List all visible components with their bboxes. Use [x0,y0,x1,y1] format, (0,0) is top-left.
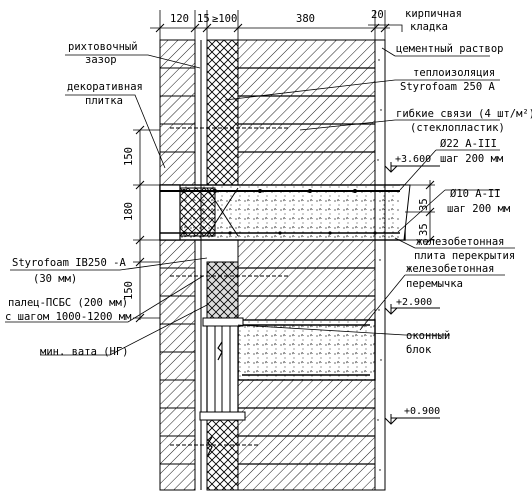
outer-brick-leaf [159,39,196,491]
dim-left-150-top: 150 [123,147,135,166]
label-ties-1: гибкие связи (4 шт/м²) [396,108,532,120]
right-dimension-line [405,180,435,245]
elevation-2900: +2.900 [396,297,432,308]
label-cement-mortar: цементный раствор [396,43,503,55]
right-leaders [224,24,515,336]
dim-top-380: 380 [296,13,315,25]
elevation-3600: +3.600 [395,154,431,165]
label-window-2: блок [406,344,432,356]
label-gap-2: зазор [85,54,117,66]
dim-top-100: ≥100 [212,13,237,25]
label-mineral-wool: мин. вата (НГ) [40,346,129,358]
inner-brick-leaf [237,39,386,491]
label-window-1: оконный [406,330,450,342]
label-board-2: (30 мм) [33,273,77,285]
right-callout-texts: кирпичная кладка цементный раствор тепло… [396,8,532,356]
floor-slab [159,184,411,241]
label-rebar-top-1: Ø22 A-III [440,138,497,150]
label-insulation-2: Styrofoam 250 A [400,81,496,93]
label-finger-1: палец-ПСБС (200 мм) [8,297,128,309]
label-slab-2: плита перекрытия [414,250,515,262]
dim-right-35-top: 35 [418,198,430,211]
label-lintel-2: перемычка [406,278,463,290]
dim-left-180: 180 [123,202,135,221]
label-lintel-1: железобетонная [406,263,495,275]
elevation-marks [384,162,440,425]
label-brick-cladding-2: кладка [410,21,448,33]
label-gap-1: рихтовочный [68,41,138,53]
label-ties-2: (стеклопластик) [410,122,505,134]
label-slab-1: железобетонная [416,236,505,248]
dim-top-120: 120 [170,13,189,25]
label-board-1: Styrofoam IB250 -A [12,257,126,269]
left-dimension-line [133,125,160,323]
label-finger-2: с шагом 1000-1200 мм [5,311,132,323]
left-leaders [5,54,208,356]
lintel [237,319,376,381]
dim-right-35-bottom: 35 [418,223,430,236]
label-tile-2: плитка [85,95,123,107]
flexible-ties [170,127,290,446]
top-dimension-line: 120 15 ≥100 380 20 [150,9,390,40]
window-block [199,317,246,456]
label-tile-1: декоративная [67,81,143,93]
dim-left-150-bottom: 150 [123,281,135,300]
label-rebar-top-2: шаг 200 мм [440,153,504,165]
label-insulation-1: теплоизоляция [413,67,495,79]
label-brick-cladding-1: кирпичная [405,8,462,20]
dim-top-15: 15 [197,13,210,25]
dim-top-20: 20 [371,9,384,21]
label-rebar-bottom-1: Ø10 A-II [450,188,501,200]
label-rebar-bottom-2: шаг 200 мм [447,203,511,215]
elevation-0900: +0.900 [404,406,440,417]
left-callout-texts: рихтовочный зазор декоративная плитка St… [5,41,143,358]
insulation-layer [200,39,239,491]
